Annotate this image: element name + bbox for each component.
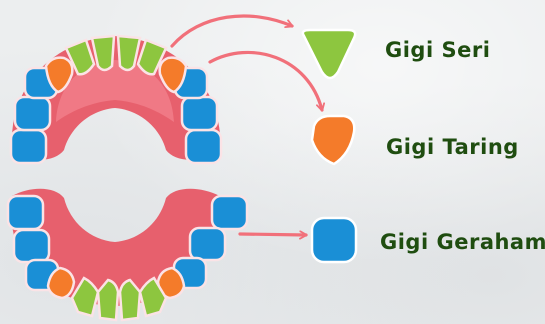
molar-tooth — [182, 97, 217, 130]
molar-label: Gigi Geraham — [380, 230, 545, 254]
upper-jaw — [11, 36, 221, 163]
canine-tooth-icon — [312, 116, 354, 164]
arrow-to-canine — [210, 52, 322, 110]
molar-tooth — [8, 196, 43, 229]
molar-tooth — [190, 228, 225, 260]
arrow-to-molar — [240, 234, 306, 235]
molar-tooth — [14, 230, 49, 262]
molar-tooth — [186, 130, 221, 163]
molar-tooth — [212, 196, 247, 229]
molar-tooth — [11, 130, 46, 163]
incisor-label: Gigi Seri — [385, 38, 490, 62]
canine-label: Gigi Taring — [386, 135, 519, 159]
lower-jaw — [8, 189, 247, 320]
arrow-to-incisor — [172, 16, 292, 46]
canine-tooth — [48, 268, 74, 298]
molar-tooth-icon — [312, 218, 356, 262]
incisor-tooth-icon — [303, 30, 355, 78]
molar-tooth — [15, 97, 50, 130]
